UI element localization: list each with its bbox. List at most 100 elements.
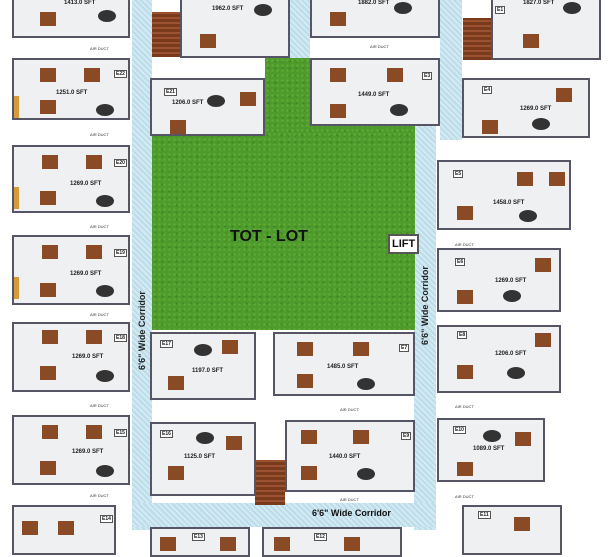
bed-icon — [40, 100, 56, 114]
bed-icon — [457, 206, 473, 220]
dining-table-icon — [196, 432, 214, 444]
unit-code: E12 — [314, 533, 327, 541]
unit-code: E20 — [114, 159, 127, 167]
unit-area: 1413.0 SFT — [64, 0, 96, 6]
air-duct-label: AIR DUCT — [90, 46, 109, 51]
dining-table-icon — [357, 378, 375, 390]
unit[interactable]: E7 1485.0 SFT — [273, 332, 415, 396]
bed-icon — [40, 283, 56, 297]
bed-icon — [353, 342, 369, 356]
air-duct-label: AIR DUCT — [370, 44, 389, 49]
unit-area: 1269.0 SFT — [72, 449, 104, 455]
unit[interactable]: E18 1269.0 SFT — [12, 322, 130, 392]
bed-icon — [222, 340, 238, 354]
unit-area: 1269.0 SFT — [520, 106, 552, 112]
bed-icon — [515, 432, 531, 446]
bed-icon — [160, 537, 176, 551]
bed-icon — [514, 517, 530, 531]
unit[interactable]: E14 — [12, 505, 116, 555]
unit[interactable]: E9 1440.0 SFT — [285, 420, 415, 492]
bed-icon — [240, 92, 256, 106]
corridor-label-left: 6'6" Wide Corridor — [137, 291, 147, 370]
bed-icon — [297, 374, 313, 388]
unit[interactable]: 1962.0 SFT — [180, 0, 290, 58]
bed-icon — [353, 430, 369, 444]
dining-table-icon — [96, 104, 114, 116]
unit[interactable]: E13 — [150, 527, 250, 557]
dining-table-icon — [96, 285, 114, 297]
unit-area: 1269.0 SFT — [72, 354, 104, 360]
bed-icon — [200, 34, 216, 48]
bed-icon — [58, 521, 74, 535]
bed-icon — [42, 245, 58, 259]
unit-area: 1197.0 SFT — [192, 368, 224, 374]
unit[interactable]: 1413.0 SFT — [12, 0, 130, 38]
bed-icon — [549, 172, 565, 186]
unit-code: E8 — [457, 331, 468, 339]
bed-icon — [556, 88, 572, 102]
bed-icon — [40, 191, 56, 205]
unit-area: 1485.0 SFT — [327, 364, 359, 370]
dining-table-icon — [563, 2, 581, 14]
unit-area: 1269.0 SFT — [70, 271, 102, 277]
dining-table-icon — [96, 465, 114, 477]
bed-icon — [301, 466, 317, 480]
unit[interactable]: E15 1269.0 SFT — [12, 415, 130, 485]
bed-icon — [330, 104, 346, 118]
corridor-right-top — [440, 0, 462, 140]
bed-icon — [40, 12, 56, 26]
unit-area: 1269.0 SFT — [495, 278, 527, 284]
wardrobe — [14, 277, 19, 299]
dining-table-icon — [390, 104, 408, 116]
unit-code: E7 — [399, 344, 410, 352]
unit-area: 1962.0 SFT — [212, 6, 244, 12]
dining-table-icon — [194, 344, 212, 356]
bed-icon — [86, 155, 102, 169]
unit-code: E11 — [478, 511, 491, 519]
unit-code: E5 — [453, 170, 464, 178]
unit-code: E9 — [401, 432, 412, 440]
bed-icon — [457, 462, 473, 476]
unit-code: E13 — [192, 533, 205, 541]
bed-icon — [482, 120, 498, 134]
unit-code: E15 — [114, 429, 127, 437]
bed-icon — [517, 172, 533, 186]
unit[interactable]: E12 — [262, 527, 402, 557]
unit[interactable]: E11 — [462, 505, 562, 555]
bed-icon — [330, 12, 346, 26]
unit-area: 1269.0 SFT — [70, 181, 102, 187]
corridor-label-bottom: 6'6" Wide Corridor — [312, 508, 391, 518]
corridor-label-right: 6'6" Wide Corridor — [420, 266, 430, 345]
air-duct-label: AIR DUCT — [455, 494, 474, 499]
bed-icon — [457, 365, 473, 379]
bed-icon — [523, 34, 539, 48]
air-duct-label: AIR DUCT — [90, 132, 109, 137]
unit-code: E16 — [160, 430, 173, 438]
air-duct-label: AIR DUCT — [90, 224, 109, 229]
bed-icon — [301, 430, 317, 444]
staircase — [152, 12, 180, 57]
bed-icon — [22, 521, 38, 535]
bed-icon — [226, 436, 242, 450]
dining-table-icon — [96, 195, 114, 207]
unit[interactable]: E20 1269.0 SFT — [12, 145, 130, 213]
air-duct-label: AIR DUCT — [455, 404, 474, 409]
bed-icon — [274, 537, 290, 551]
unit-area: 1440.0 SFT — [329, 454, 361, 460]
tot-lot-label: TOT - LOT — [230, 228, 308, 245]
air-duct-label: AIR DUCT — [90, 312, 109, 317]
unit[interactable]: 1882.0 SFT — [310, 0, 440, 38]
unit-code: E18 — [114, 334, 127, 342]
